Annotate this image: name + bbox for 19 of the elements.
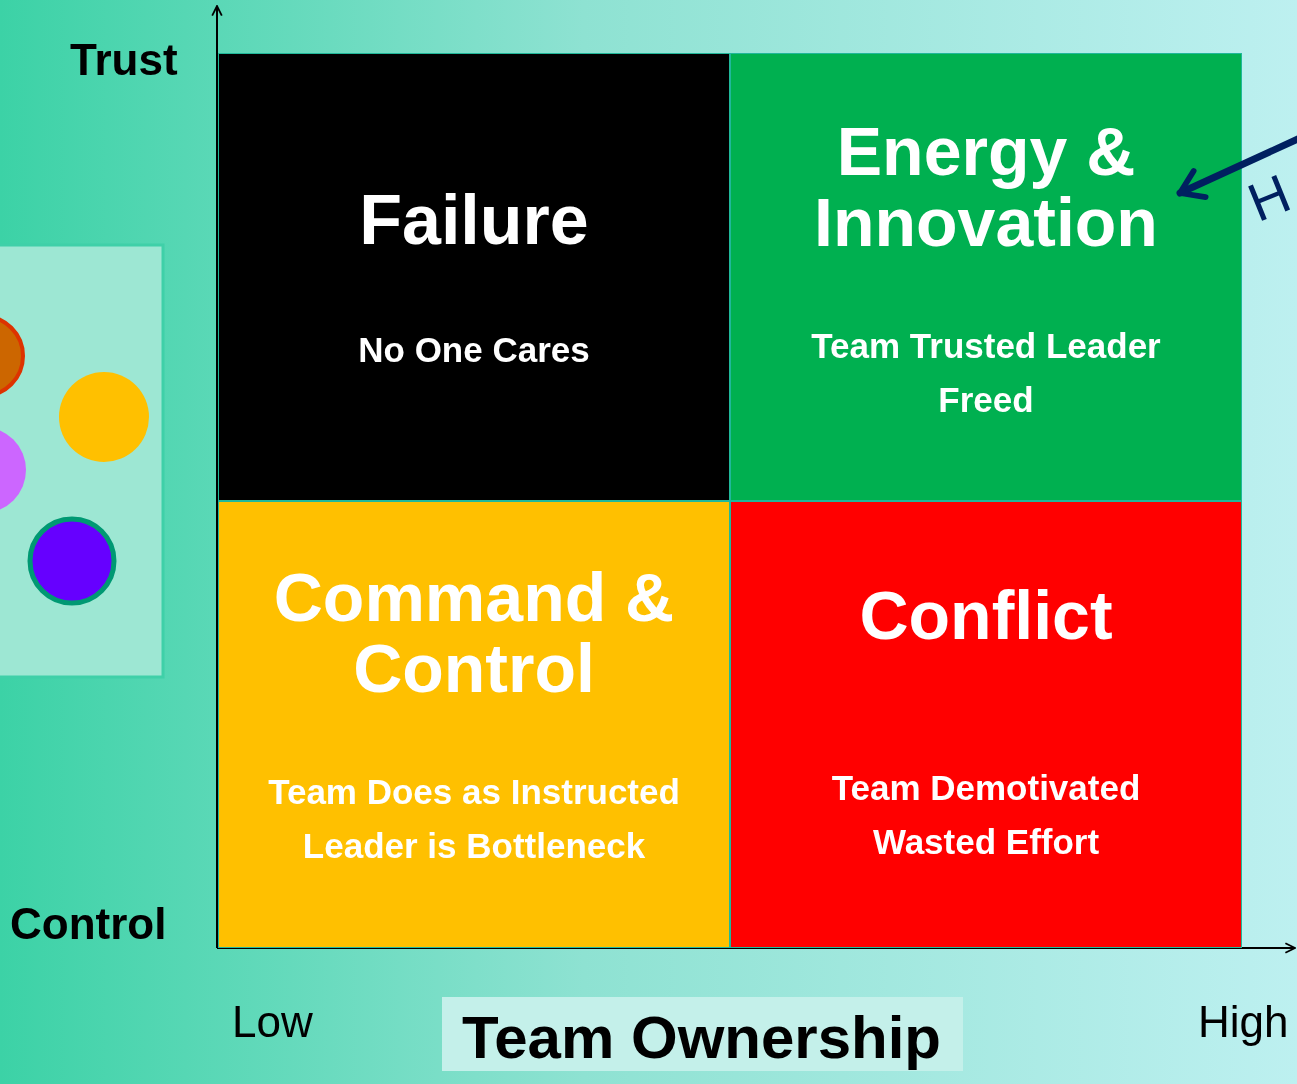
quadrant-box <box>218 501 730 948</box>
quadrant-box <box>730 501 1242 948</box>
quadrant-description: Team Trusted Leader Freed <box>810 324 1162 421</box>
axis-tick-label: Low <box>232 998 313 1047</box>
quadrant-title: Energy & Innovation <box>813 116 1159 259</box>
quadrant-description: Team Does as Instructed Leader is Bottleneck <box>267 770 681 867</box>
cut-off-text: H <box>1240 163 1297 234</box>
quadrant-description: No One Cares <box>357 328 591 371</box>
quadrant-title: Conflict <box>858 580 1114 652</box>
quadrant-box <box>218 53 730 501</box>
quadrant-title: Failure <box>358 184 590 258</box>
axis-label: Trust <box>70 36 178 85</box>
quadrant-box <box>730 53 1242 501</box>
axis-title: Team Ownership <box>442 997 963 1071</box>
axis-tick-label: High <box>1198 998 1289 1047</box>
arrow <box>1176 134 1297 200</box>
quadrant-description: Team Demotivated Wasted Effort <box>830 767 1142 864</box>
quadrant-title: Command & Control <box>272 562 676 705</box>
axis-label: Control <box>10 900 167 949</box>
